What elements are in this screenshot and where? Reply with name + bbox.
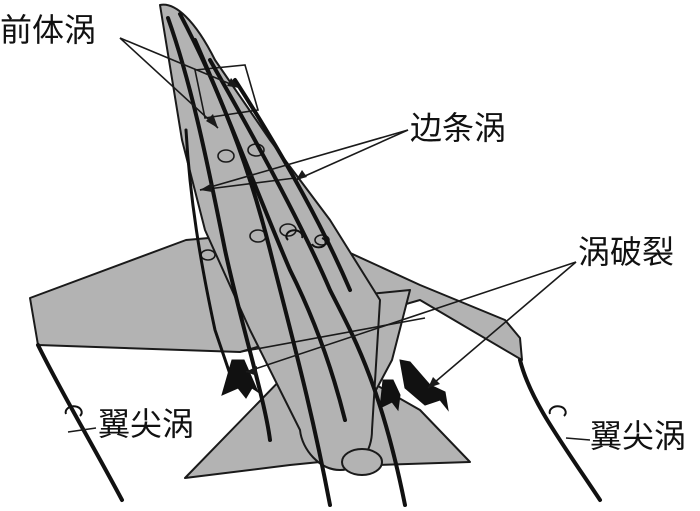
strake-vortex-label: 边条涡: [410, 112, 506, 144]
vortex-breakdown-label: 涡破裂: [578, 236, 674, 268]
wingtip-vortex-left-label: 翼尖涡: [98, 408, 194, 440]
breakdown-leader-2: [428, 262, 576, 388]
engine-nozzle: [342, 449, 382, 475]
forebody-vortex-label: 前体涡: [0, 14, 96, 46]
strake-leader-2: [296, 130, 408, 180]
tip-right-leader: [566, 438, 590, 440]
wingtip-vortex-right-label: 翼尖涡: [590, 420, 686, 452]
wingtip-vortex-right-line: [520, 360, 600, 500]
